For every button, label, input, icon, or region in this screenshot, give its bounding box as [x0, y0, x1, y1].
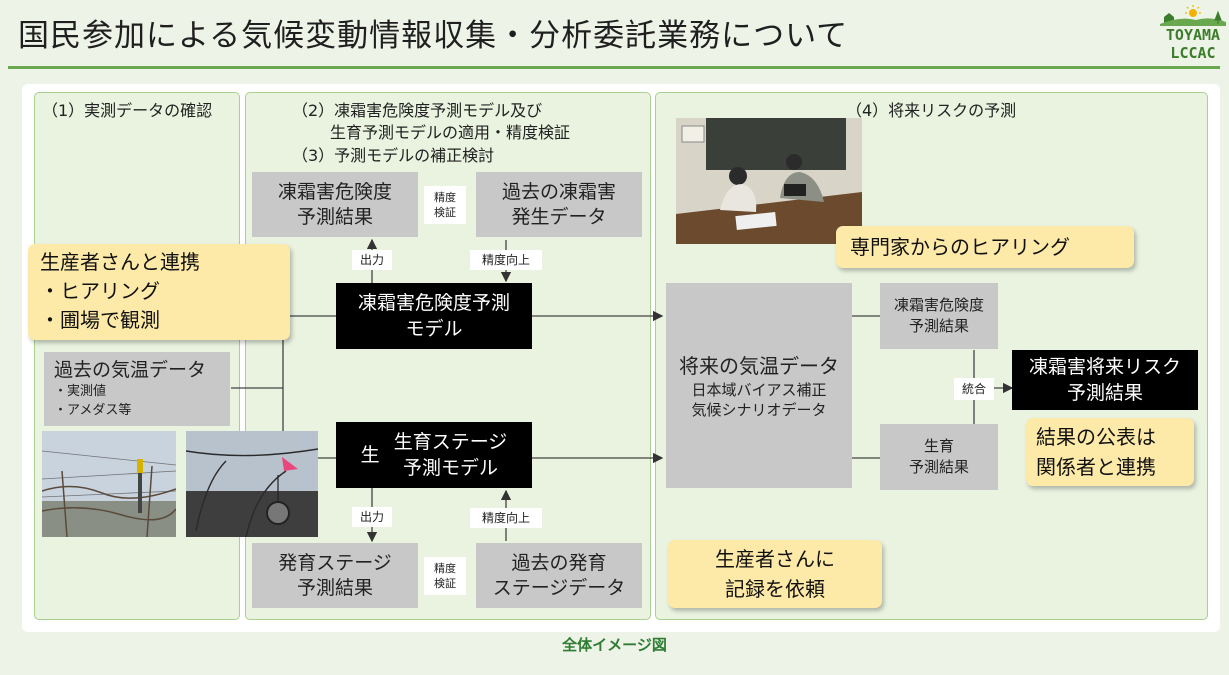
past-growth-data-line1: 過去の発育 — [511, 551, 607, 574]
accuracy-verification-label-bottom: 精度 検証 — [424, 557, 466, 595]
past-growth-data-line2: ステージデータ — [492, 576, 626, 599]
past-frost-data-line2: 発生データ — [511, 205, 607, 228]
past-temperature-title: 過去の気温データ — [54, 359, 207, 381]
frost-risk-result-line1: 凍霜害危険度 — [277, 180, 392, 203]
logo-text-line2: LCCAC — [1170, 44, 1216, 62]
growth-stage-result-box: 発育ステージ 予測結果 — [252, 543, 418, 608]
past-growth-stage-data-box: 過去の発育 ステージデータ — [476, 543, 642, 608]
verify-bottom-line2: 検証 — [434, 577, 456, 590]
future-temperature-line2: 気候シナリオデータ — [691, 400, 827, 419]
verify-top-line2: 検証 — [434, 206, 456, 219]
future-growth-result-line1: 生育 — [923, 437, 954, 455]
producer-callout-line2: ・ヒアリング — [40, 279, 160, 303]
accuracy-improve-label-top: 精度向上 — [470, 250, 542, 270]
past-temperature-data-box: 過去の気温データ ・実測値 ・アメダス等 — [44, 352, 230, 426]
frost-risk-model-box: 凍霜害危険度予測 モデル — [336, 283, 532, 349]
frost-risk-model-line1: 凍霜害危険度予測 — [357, 292, 510, 314]
panel2-title-line2: 生育予測モデルの適用・精度検証 — [330, 123, 571, 142]
future-frost-risk-line1: 凍霜害危険度 — [893, 296, 984, 314]
future-frost-risk-line2: 予測結果 — [908, 317, 969, 335]
expert-hearing-photo — [676, 118, 862, 244]
record-request-callout: 生産者さんに 記録を依頼 — [668, 540, 882, 608]
panel3-title: （4）将来リスクの予測 — [846, 101, 1017, 120]
logo-text-line1: TOYAMA — [1165, 26, 1221, 44]
record-callout-line1: 生産者さんに — [715, 547, 835, 571]
panel2-title-line1: （2）凍霜害危険度予測モデル及び — [292, 101, 543, 120]
publish-callout-line2: 関係者と連携 — [1036, 455, 1156, 479]
toyama-lccac-logo: TOYAMA LCCAC — [1160, 4, 1226, 66]
frost-future-risk-line1: 凍霜害将来リスク — [1028, 356, 1181, 378]
sensor-device-photo — [186, 431, 318, 537]
frost-future-risk-line2: 予測結果 — [1066, 382, 1143, 404]
publish-results-callout: 結果の公表は 関係者と連携 — [1026, 418, 1194, 486]
output-label-top: 出力 — [352, 250, 392, 270]
frost-risk-result-box: 凍霜害危険度 予測結果 — [252, 172, 418, 237]
expert-hearing-callout: 専門家からのヒアリング — [836, 226, 1134, 268]
past-temperature-item-amedas: ・アメダス等 — [54, 403, 132, 418]
growth-stage-result-line2: 予測結果 — [296, 576, 373, 599]
page-title: 国民参加による気候変動情報収集・分析委託業務について — [18, 18, 849, 54]
frost-risk-result-line2: 予測結果 — [296, 205, 373, 228]
verify-top-line1: 精度 — [434, 191, 456, 204]
future-growth-result-box: 生育 予測結果 — [880, 424, 998, 490]
growth-model-line1: 生育ステージ — [393, 431, 508, 453]
panel1-title: （1）実測データの確認 — [42, 101, 213, 120]
producer-callout-line1: 生産者さんと連携 — [40, 250, 200, 274]
future-temperature-data-box: 将来の気温データ 日本域バイアス補正 気候シナリオデータ — [666, 283, 852, 488]
growth-model-prefix: 生 — [360, 444, 380, 466]
figure-caption: 全体イメージ図 — [562, 636, 667, 654]
growth-stage-result-line1: 発育ステージ — [278, 551, 392, 574]
logo-landscape-icon — [1160, 5, 1226, 26]
past-frost-data-box: 過去の凍霜害 発生データ — [476, 172, 642, 237]
past-temperature-item-measured: ・実測値 — [54, 384, 107, 399]
orchard-sensor-photo — [42, 431, 176, 537]
accuracy-improve-label-bottom: 精度向上 — [470, 508, 542, 528]
verify-bottom-line1: 精度 — [434, 562, 456, 575]
future-growth-result-line2: 予測結果 — [908, 458, 969, 476]
growth-stage-model-box: 生 生育ステージ 予測モデル — [336, 422, 532, 488]
frost-future-risk-result-box: 凍霜害将来リスク 予測結果 — [1012, 350, 1198, 410]
frost-risk-model-line2: モデル — [405, 318, 463, 340]
integrate-label: 統合 — [954, 378, 994, 400]
producer-callout-line3: ・圃場で観測 — [40, 308, 160, 332]
past-frost-data-line1: 過去の凍霜害 — [501, 180, 616, 203]
future-temperature-title: 将来の気温データ — [679, 353, 839, 378]
future-frost-risk-result-box: 凍霜害危険度 予測結果 — [880, 283, 998, 349]
growth-model-line2: 予測モデル — [402, 457, 498, 479]
future-temperature-line1: 日本域バイアス補正 — [691, 380, 827, 399]
title-underline — [8, 66, 1220, 69]
output-label-bottom: 出力 — [352, 507, 392, 527]
panel2-title-line3: （3）予測モデルの補正検討 — [292, 146, 495, 165]
accuracy-verification-label-top: 精度 検証 — [424, 186, 466, 224]
producer-collaboration-callout: 生産者さんと連携 ・ヒアリング ・圃場で観測 — [28, 244, 290, 340]
record-callout-line2: 記録を依頼 — [725, 577, 825, 601]
publish-callout-line1: 結果の公表は — [1036, 425, 1156, 449]
